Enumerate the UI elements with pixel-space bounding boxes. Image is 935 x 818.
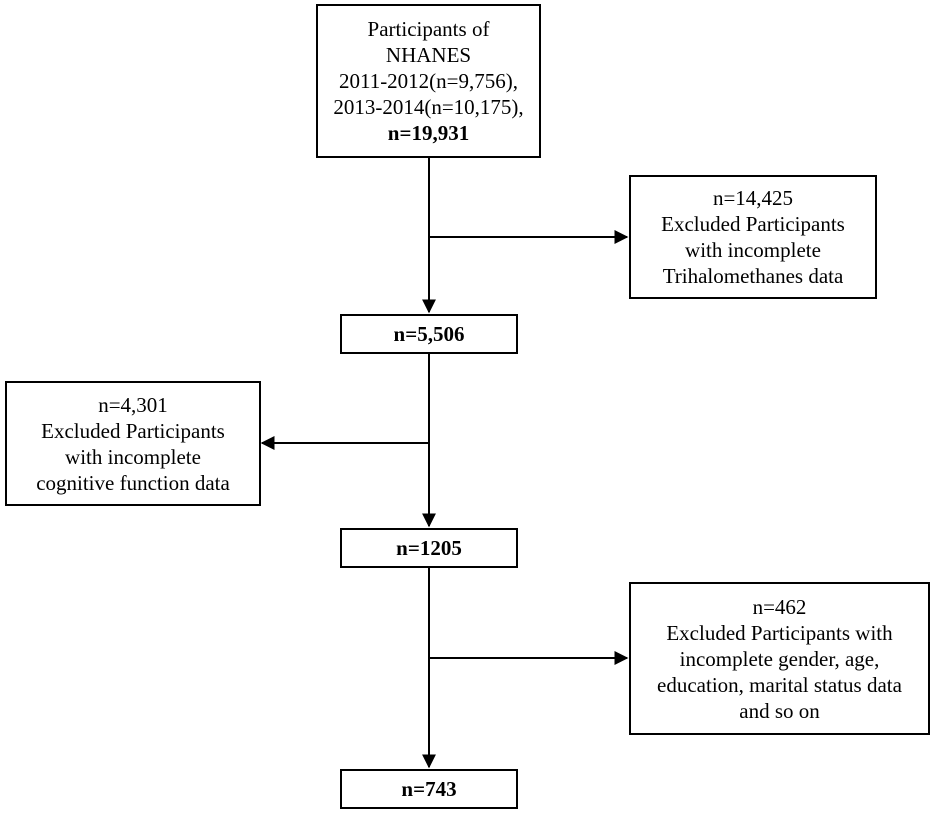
start-line-2: NHANES	[385, 43, 472, 67]
exclude1-line-2: Excluded Participants	[661, 212, 845, 236]
exclude2-line-3: with incomplete	[65, 444, 201, 469]
exclude1-line-4: Trihalomethanes data	[662, 264, 844, 288]
exclude1-line-1: n=14,425	[712, 186, 794, 210]
final-label: n=743	[401, 777, 457, 801]
exclude1-line-3: with incomplete	[685, 238, 821, 262]
final-box: n=743	[340, 769, 518, 809]
start-box: Participants of NHANES 2011-2012(n=9,756…	[316, 4, 541, 158]
step1-label: n=5,506	[393, 322, 465, 346]
exclude3-box: n=462 Excluded Participants with incompl…	[629, 582, 930, 735]
exclude3-line-3: incomplete gender, age,	[679, 646, 880, 671]
step2-box: n=1205	[340, 528, 518, 568]
exclude3-line-2: Excluded Participants with	[666, 620, 893, 645]
exclude2-line-4: cognitive function data	[36, 470, 230, 495]
step2-label: n=1205	[396, 536, 462, 560]
exclude3-line-5: and so on	[739, 698, 820, 723]
step1-box: n=5,506	[340, 314, 518, 354]
exclude1-box: n=14,425 Excluded Participants with inco…	[629, 175, 877, 299]
exclude3-line-4: education, marital status data	[657, 672, 902, 697]
exclude3-line-1: n=462	[752, 594, 807, 619]
start-line-3: 2011-2012(n=9,756),	[338, 69, 519, 93]
exclude2-box: n=4,301 Excluded Participants with incom…	[5, 381, 261, 506]
start-line-1: Participants of	[367, 17, 490, 41]
start-line-4: 2013-2014(n=10,175),	[333, 95, 524, 119]
exclude2-line-2: Excluded Participants	[41, 418, 225, 443]
start-total: n=19,931	[387, 121, 470, 145]
exclude2-line-1: n=4,301	[98, 392, 168, 417]
